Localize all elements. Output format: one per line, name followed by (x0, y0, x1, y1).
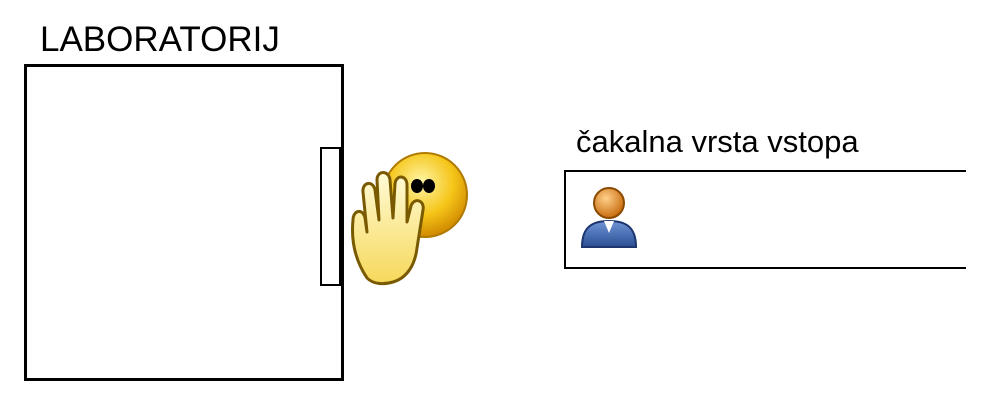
laboratory-door (320, 147, 341, 286)
entry-queue-box (564, 170, 966, 269)
stop-hand-smiley-icon (351, 152, 468, 286)
user-person-icon (580, 187, 638, 248)
lab-title: LABORATORIJ (40, 20, 280, 59)
laboratory-room (24, 64, 344, 381)
queue-title: čakalna vrsta vstopa (576, 124, 859, 159)
